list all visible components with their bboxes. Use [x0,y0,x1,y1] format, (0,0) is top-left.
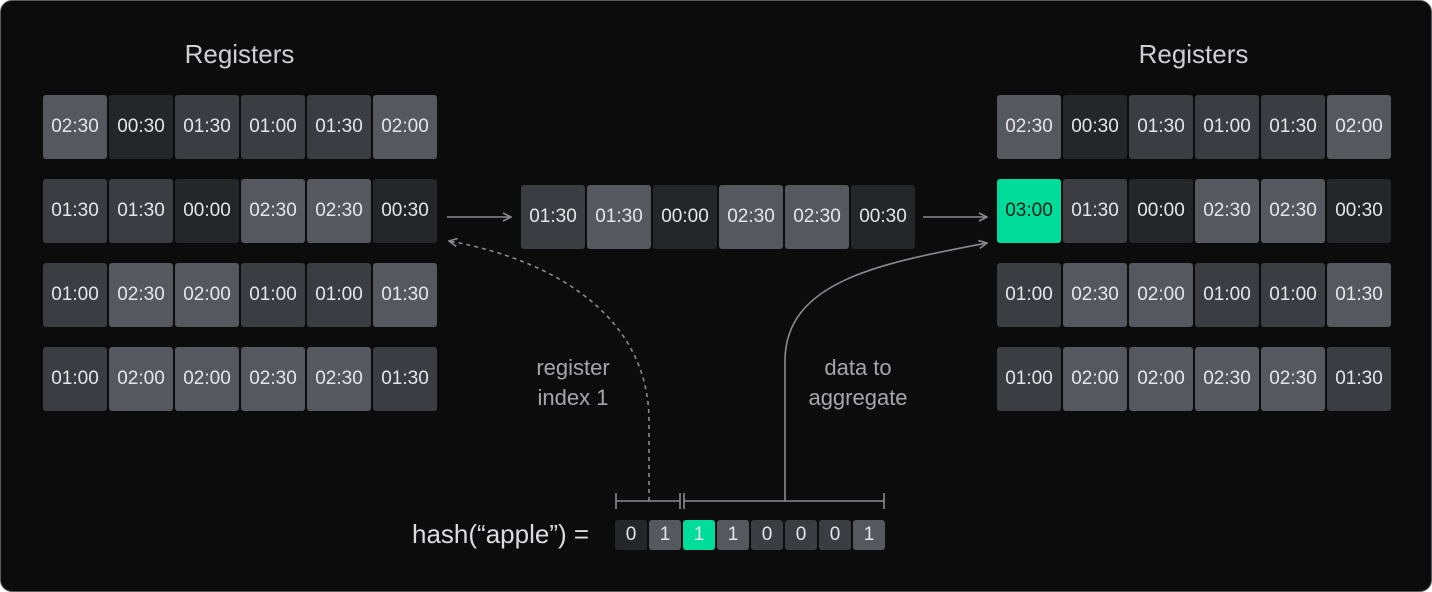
register-cell: 01:00 [1195,263,1259,327]
selected-register-cell: 02:30 [719,185,783,249]
register-cell: 01:30 [175,95,239,159]
register-index-curve [449,241,650,501]
register-cell: 01:30 [373,263,437,327]
register-cell: 00:30 [1327,179,1391,243]
data-aggregate-curve [784,243,987,501]
register-cell: 01:30 [1261,95,1325,159]
register-cell: 00:00 [1129,179,1193,243]
right-registers-title: Registers [1138,39,1249,69]
register-index-line-2: index 1 [537,385,609,410]
selected-register-cell: 00:00 [653,185,717,249]
register-cell: 02:00 [373,95,437,159]
register-cell: 02:00 [175,347,239,411]
register-cell: 02:30 [241,179,305,243]
hash-bit: 1 [649,520,681,550]
register-cell: 01:30 [109,179,173,243]
register-cell: 02:30 [307,347,371,411]
selected-register-cell: 01:30 [521,185,585,249]
register-cell: 02:30 [43,95,107,159]
register-cell: 02:00 [1327,95,1391,159]
updated-register-cell: 03:00 [997,179,1061,243]
highlighted-hash-bit: 1 [683,520,715,550]
register-index-label: register index 1 [511,353,635,413]
register-cell: 01:00 [1195,95,1259,159]
data-to-aggregate-line-1: data to [824,355,892,380]
selected-register-cell: 00:30 [851,185,915,249]
register-cell: 01:00 [997,347,1061,411]
register-cell: 02:00 [1129,263,1193,327]
data-to-aggregate-line-2: aggregate [808,385,908,410]
register-cell: 01:00 [241,95,305,159]
register-cell: 02:30 [1261,179,1325,243]
register-cell: 02:30 [1195,347,1259,411]
register-cell: 01:30 [373,347,437,411]
register-cell: 01:00 [43,347,107,411]
register-cell: 00:30 [109,95,173,159]
hash-bit: 0 [785,520,817,550]
left-registers-title: Registers [184,39,295,69]
register-cell: 00:30 [1063,95,1127,159]
bit-brackets [615,493,885,509]
register-cell: 02:30 [1261,347,1325,411]
register-cell: 02:30 [997,95,1061,159]
register-cell: 02:30 [1195,179,1259,243]
register-cell: 02:30 [241,347,305,411]
selected-register-cell: 01:30 [587,185,651,249]
register-cell: 02:00 [1129,347,1193,411]
register-cell: 01:00 [241,263,305,327]
hash-bit: 0 [751,520,783,550]
register-cell: 01:00 [997,263,1061,327]
register-cell: 01:00 [1261,263,1325,327]
register-cell: 01:30 [1327,347,1391,411]
register-cell: 00:00 [175,179,239,243]
register-cell: 02:00 [109,347,173,411]
register-cell: 01:30 [1327,263,1391,327]
register-cell: 02:30 [109,263,173,327]
hash-bit: 1 [717,520,749,550]
register-index-line-1: register [536,355,610,380]
selected-register-cell: 02:30 [785,185,849,249]
register-cell: 02:00 [1063,347,1127,411]
register-cell: 02:30 [1063,263,1127,327]
register-cell: 01:30 [1063,179,1127,243]
register-cell: 01:30 [307,95,371,159]
register-cell: 01:00 [43,263,107,327]
register-cell: 01:00 [307,263,371,327]
hash-bit: 1 [853,520,885,550]
register-cell: 02:30 [307,179,371,243]
hash-bit: 0 [819,520,851,550]
data-to-aggregate-label: data to aggregate [791,353,925,413]
register-cell: 00:30 [373,179,437,243]
register-cell: 01:30 [43,179,107,243]
register-cell: 01:30 [1129,95,1193,159]
hash-bit: 0 [615,520,647,550]
hash-expression: hash(“apple”) = [412,519,590,549]
register-cell: 02:00 [175,263,239,327]
